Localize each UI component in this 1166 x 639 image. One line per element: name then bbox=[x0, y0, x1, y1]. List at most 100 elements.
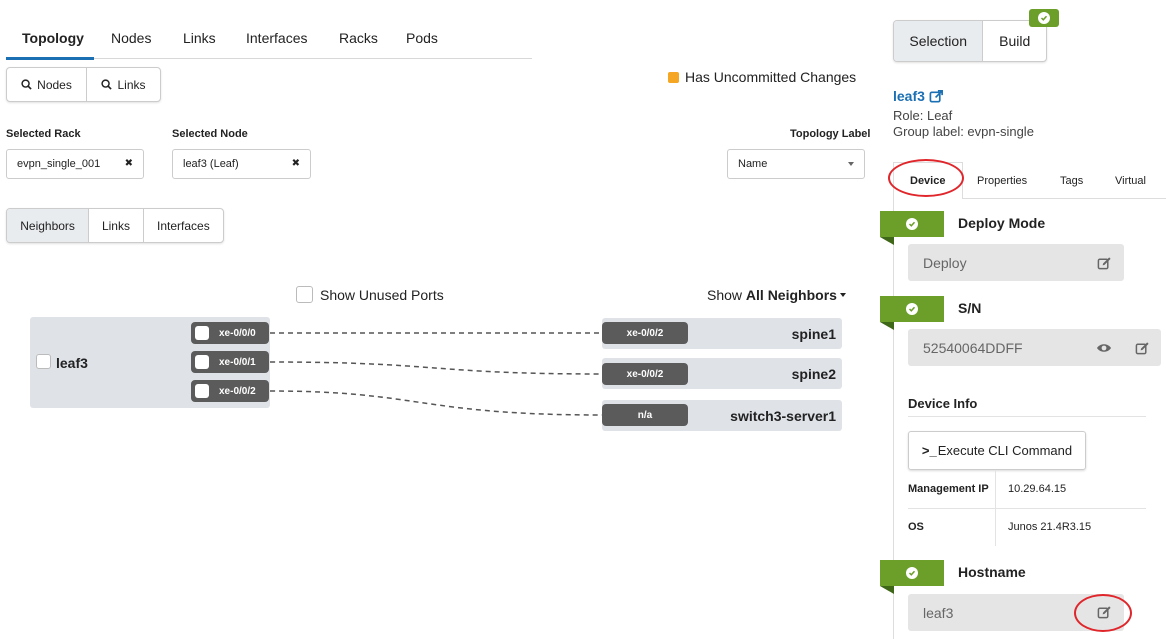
topology-label-select[interactable]: Name bbox=[727, 149, 865, 179]
deploy-mode-status bbox=[880, 211, 944, 245]
tab-racks[interactable]: Racks bbox=[339, 30, 378, 46]
selection-build-toggle: Selection Build bbox=[893, 20, 1047, 62]
tabs-divider bbox=[963, 198, 1166, 199]
topology-label-value: Name bbox=[738, 158, 768, 170]
sn-title: S/N bbox=[958, 300, 982, 316]
subtab-neighbors[interactable]: Neighbors bbox=[7, 209, 90, 242]
selected-rack-value: evpn_single_001 bbox=[17, 158, 101, 170]
port-checkbox[interactable] bbox=[195, 355, 209, 369]
tab-interfaces[interactable]: Interfaces bbox=[246, 30, 308, 46]
selected-node-select[interactable]: leaf3 (Leaf) ✖ bbox=[172, 149, 311, 179]
subtab-interfaces[interactable]: Interfaces bbox=[144, 209, 223, 242]
port-label: xe-0/0/2 bbox=[219, 385, 256, 397]
neighbor-node-name: spine2 bbox=[791, 366, 836, 382]
check-icon bbox=[1038, 12, 1050, 24]
tab-virtual[interactable]: Virtual bbox=[1115, 175, 1146, 187]
build-label: Build bbox=[999, 33, 1031, 49]
port-checkbox[interactable] bbox=[195, 326, 209, 340]
tab-links[interactable]: Links bbox=[183, 30, 216, 46]
selection-label: Selection bbox=[909, 33, 967, 49]
port-checkbox[interactable] bbox=[195, 384, 209, 398]
neighbor-view-tabs: Neighbors Links Interfaces bbox=[6, 208, 224, 243]
selection-button[interactable]: Selection bbox=[894, 21, 984, 61]
uncommitted-label: Has Uncommitted Changes bbox=[685, 69, 857, 85]
neighbor-port[interactable]: xe-0/0/2 bbox=[602, 363, 688, 385]
edit-icon[interactable] bbox=[1097, 256, 1112, 271]
links-view-button[interactable]: Links bbox=[87, 68, 160, 101]
terminal-icon: >_ bbox=[921, 443, 937, 458]
subtab-neighbors-label: Neighbors bbox=[20, 218, 75, 233]
sn-field: 52540064DDFF bbox=[908, 329, 1161, 366]
hostname-title: Hostname bbox=[958, 564, 1026, 580]
build-button[interactable]: Build bbox=[983, 21, 1046, 61]
node-role: Role: Leaf bbox=[893, 108, 953, 123]
neighbor-node-name: spine1 bbox=[791, 326, 836, 342]
clear-node-icon[interactable]: ✖ bbox=[291, 158, 300, 169]
search-icon bbox=[21, 79, 32, 90]
links-view-label: Links bbox=[117, 77, 146, 92]
selected-rack-label: Selected Rack bbox=[6, 128, 81, 140]
device-info-divider bbox=[908, 416, 1146, 417]
panel-border bbox=[893, 198, 894, 639]
port-xe-0-0-1[interactable]: xe-0/0/1 bbox=[191, 351, 269, 373]
highlight-circle-hostname-edit bbox=[1074, 594, 1132, 632]
subtab-interfaces-label: Interfaces bbox=[157, 218, 210, 233]
selected-node-name: leaf3 bbox=[893, 88, 925, 104]
selected-node-link[interactable]: leaf3 bbox=[893, 88, 944, 104]
sn-status bbox=[880, 296, 944, 330]
neighbor-port[interactable]: n/a bbox=[602, 404, 688, 426]
device-info-title: Device Info bbox=[908, 396, 978, 411]
link-line-2 bbox=[269, 361, 603, 375]
neighbor-node-name: switch3-server1 bbox=[730, 408, 836, 424]
active-tab-indicator bbox=[6, 57, 94, 60]
subtab-links-label: Links bbox=[101, 218, 130, 233]
mgmt-ip-value: 10.29.64.15 bbox=[1008, 483, 1067, 495]
subtab-links[interactable]: Links bbox=[89, 209, 144, 242]
deploy-mode-value: Deploy bbox=[923, 254, 967, 271]
tab-nodes[interactable]: Nodes bbox=[111, 30, 152, 46]
show-neighbors-value: All Neighbors bbox=[745, 287, 837, 303]
neighbor-port[interactable]: xe-0/0/2 bbox=[602, 322, 688, 344]
tab-topology[interactable]: Topology bbox=[22, 30, 84, 46]
tab-pods[interactable]: Pods bbox=[406, 30, 438, 46]
show-neighbors-dropdown[interactable]: Show All Neighbors bbox=[707, 287, 846, 303]
deploy-mode-field: Deploy bbox=[908, 244, 1124, 281]
neighbor-port-label: xe-0/0/2 bbox=[626, 327, 664, 339]
show-unused-ports-label: Show Unused Ports bbox=[320, 287, 444, 303]
port-xe-0-0-2[interactable]: xe-0/0/2 bbox=[191, 380, 269, 402]
tab-properties[interactable]: Properties bbox=[977, 175, 1028, 187]
uncommitted-indicator: Has Uncommitted Changes bbox=[668, 69, 856, 85]
show-unused-ports-checkbox[interactable] bbox=[296, 286, 313, 303]
tab-tags[interactable]: Tags bbox=[1060, 175, 1084, 187]
sn-value: 52540064DDFF bbox=[923, 339, 1023, 356]
nodes-view-button[interactable]: Nodes bbox=[7, 68, 87, 101]
topology-label-label: Topology Label bbox=[790, 128, 871, 140]
view-toggle: Nodes Links bbox=[6, 67, 161, 102]
eye-icon[interactable] bbox=[1096, 342, 1112, 354]
execute-cli-button[interactable]: >_ Execute CLI Command bbox=[908, 431, 1086, 470]
leaf-node-name: leaf3 bbox=[56, 355, 88, 371]
nodes-view-label: Nodes bbox=[37, 77, 72, 92]
edit-icon[interactable] bbox=[1135, 341, 1150, 356]
search-icon bbox=[101, 79, 113, 90]
port-label: xe-0/0/0 bbox=[219, 327, 256, 339]
clear-rack-icon[interactable]: ✖ bbox=[124, 158, 133, 169]
link-line-3 bbox=[269, 390, 603, 416]
leaf-node-checkbox[interactable] bbox=[36, 354, 51, 369]
selected-node-value: leaf3 (Leaf) bbox=[183, 158, 239, 170]
port-xe-0-0-0[interactable]: xe-0/0/0 bbox=[191, 322, 269, 344]
chevron-down-icon bbox=[848, 162, 854, 166]
caret-down-icon bbox=[839, 293, 846, 297]
external-link-icon[interactable] bbox=[929, 89, 944, 104]
mgmt-ip-label: Management IP bbox=[908, 483, 989, 495]
link-lines bbox=[269, 332, 603, 416]
check-icon bbox=[906, 218, 918, 230]
show-neighbors-prefix: Show bbox=[707, 287, 746, 303]
selected-rack-select[interactable]: evpn_single_001 ✖ bbox=[6, 149, 144, 179]
column-divider bbox=[995, 470, 996, 546]
check-icon bbox=[906, 567, 918, 579]
deploy-mode-title: Deploy Mode bbox=[958, 215, 1046, 231]
highlight-circle-device-tab bbox=[888, 159, 964, 197]
selected-node-label: Selected Node bbox=[172, 128, 248, 140]
neighbor-port-label: xe-0/0/2 bbox=[626, 368, 664, 380]
